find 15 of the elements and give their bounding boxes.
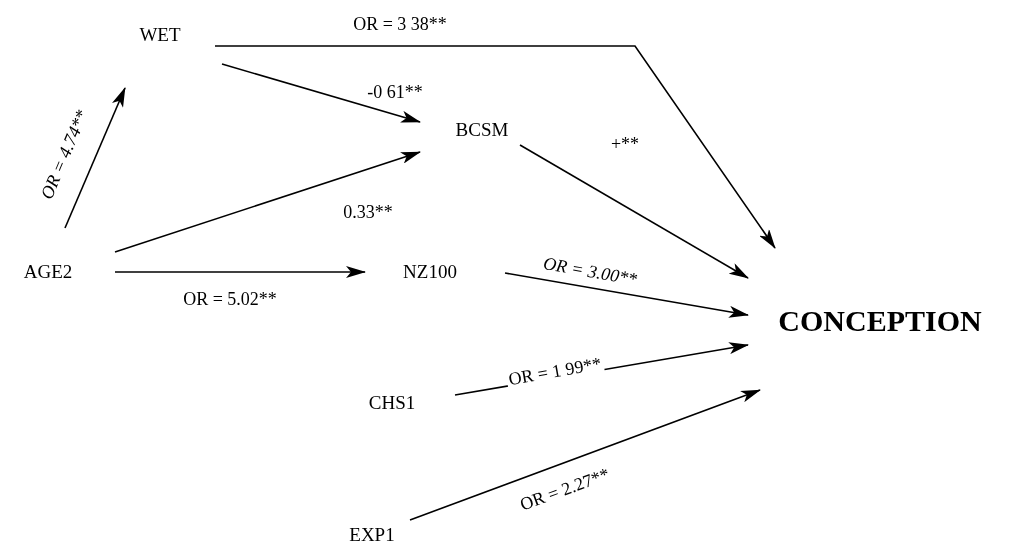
arrow — [221, 63, 421, 123]
variable-label: BCSM — [455, 119, 509, 141]
variable-label: CONCEPTION — [778, 303, 982, 337]
arrow — [409, 389, 761, 521]
arrow — [214, 45, 776, 249]
variable-label: EXP1 — [349, 524, 395, 546]
arrow — [64, 87, 126, 229]
arrow — [504, 272, 749, 318]
variable-label: WET — [139, 24, 181, 46]
variable-label: NZ100 — [403, 261, 457, 283]
arrow — [114, 266, 366, 278]
arrow — [114, 151, 421, 253]
variable-label: AGE2 — [23, 261, 73, 283]
variable-label: CHS1 — [368, 392, 416, 414]
arrow — [519, 144, 749, 279]
